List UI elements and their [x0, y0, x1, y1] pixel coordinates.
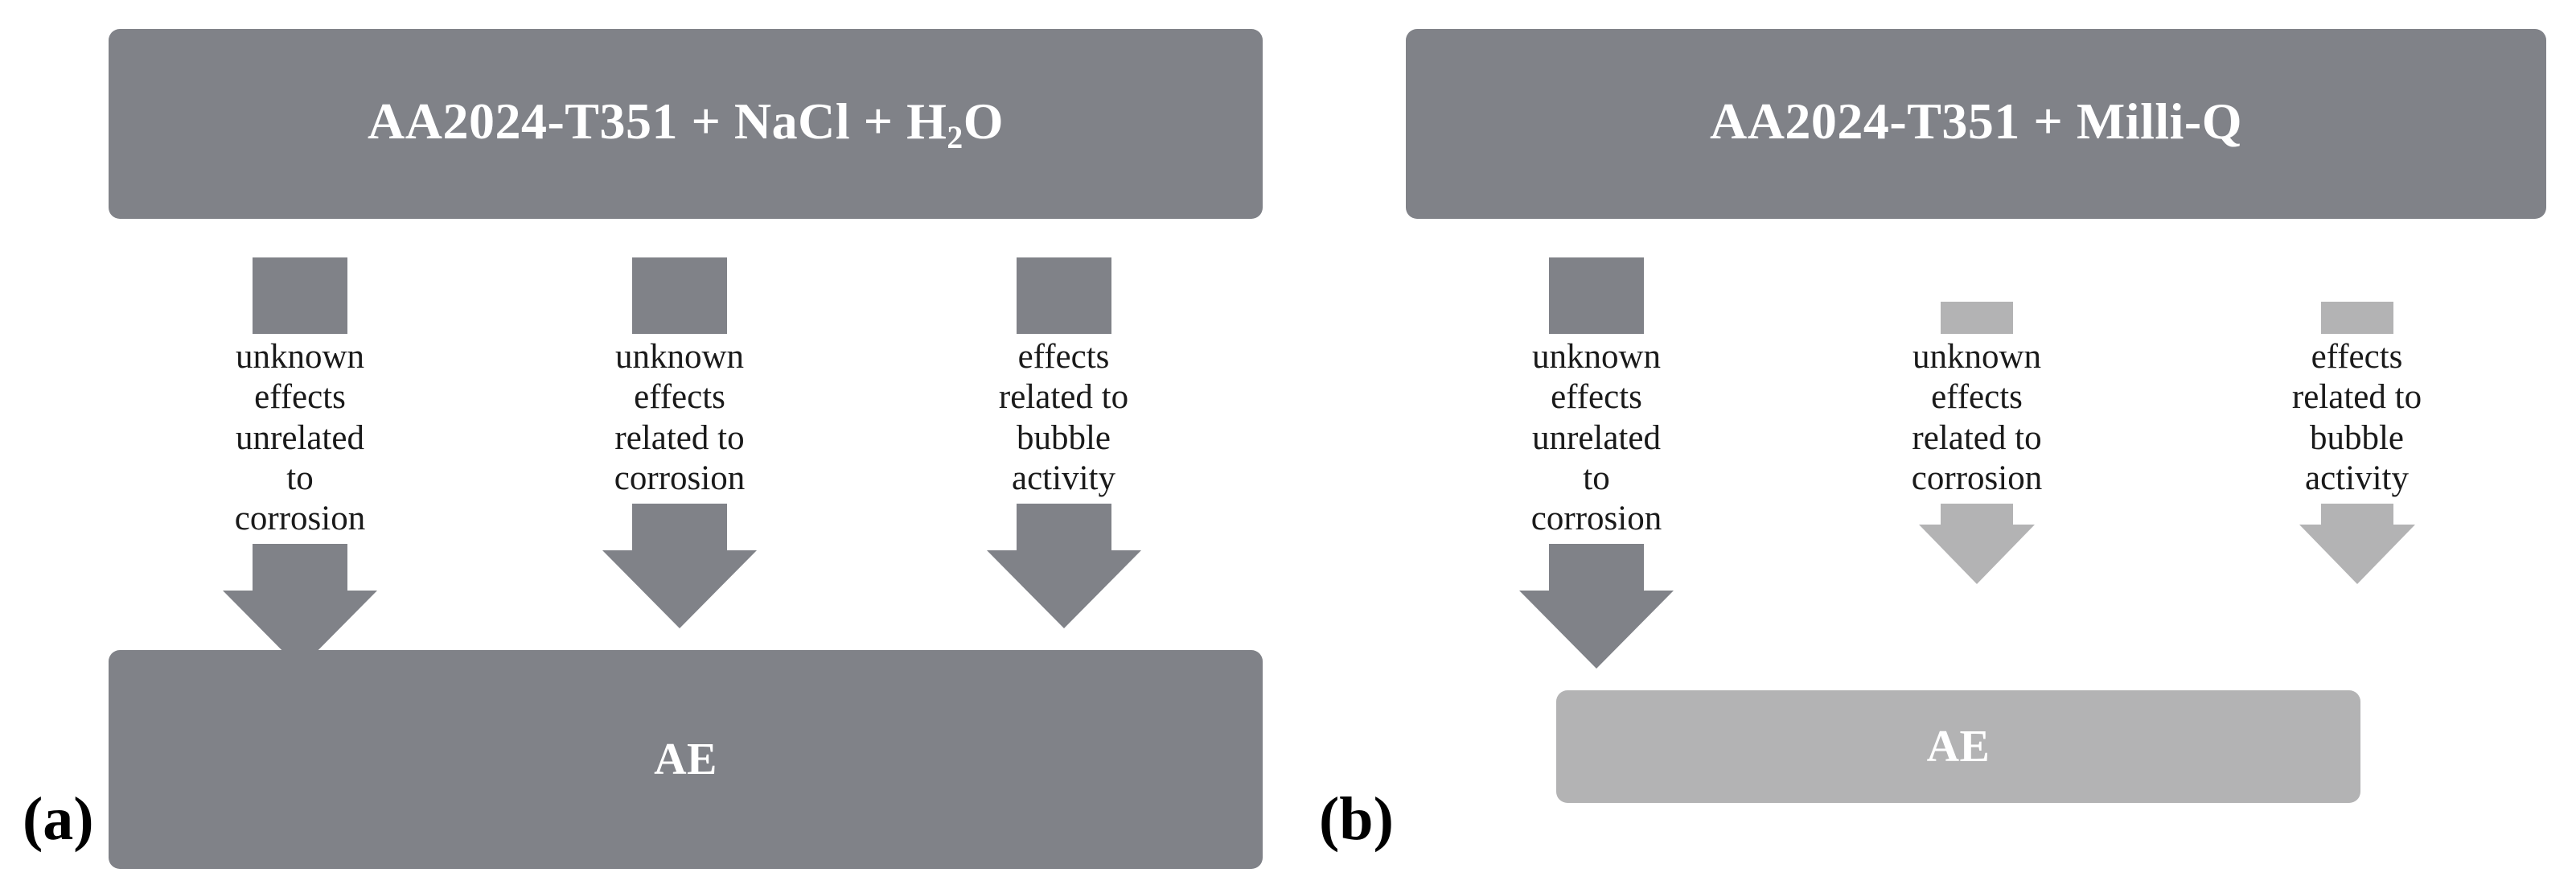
panel-a-column-1-label: unknown effects unrelated to corrosion [234, 338, 366, 538]
panel-a-column-1-arrow [223, 544, 377, 669]
panel-b-figure-letter: (b) [1319, 785, 1394, 853]
panel-a-header-label-subscript: 2 [947, 119, 963, 155]
panel-a-output-label: AE [654, 735, 717, 784]
panel-b-header-label: AA2024-T351 + Milli-Q [1710, 92, 2242, 156]
panel-b-column-1-stem [1549, 257, 1644, 334]
panel-a-column-1-stem [253, 257, 347, 334]
panel-a-header-label: AA2024-T351 + NaCl + H2O [368, 92, 1004, 156]
down-arrow-icon [602, 504, 757, 629]
panel-a-column-3-stem [1016, 257, 1111, 334]
panel-a-column-2-label: unknown effects related to corrosion [614, 338, 746, 497]
panel-b-column-3-arrow [2280, 504, 2434, 585]
panel-a-column-1: unknown effects unrelated to corrosion [223, 257, 377, 669]
panel-a-column-2-arrow [602, 504, 757, 629]
panel-a-column-2: unknown effects related to corrosion [602, 257, 757, 629]
panel-a-column-3-label: effects related to bubble activity [998, 338, 1129, 497]
panel-a-header-box: AA2024-T351 + NaCl + H2O [109, 29, 1263, 219]
down-arrow-icon [223, 544, 377, 669]
panel-b-header-box: AA2024-T351 + Milli-Q [1406, 29, 2546, 219]
panel-b-column-2: unknown effects related to corrosion [1900, 257, 2054, 585]
panel-b-column-1-label: unknown effects unrelated to corrosion [1530, 338, 1662, 538]
down-arrow-icon [986, 504, 1141, 629]
panel-b-column-3: effects related to bubble activity [2258, 257, 2456, 585]
panel-b-column-2-stem [1941, 302, 2013, 334]
panel-b-header-label-main: AA2024-T351 + Milli-Q [1709, 93, 2243, 150]
panel-b-column-2-arrow [1900, 504, 2054, 585]
panel-a-output-box: AE [109, 650, 1263, 869]
down-arrow-icon [1519, 544, 1674, 669]
panel-a-column-3: effects related to bubble activity [964, 257, 1163, 629]
panel-a-header-label-tail: O [963, 93, 1004, 150]
panel-b-column-1: unknown effects unrelated to corrosion [1519, 257, 1674, 669]
panel-a-column-3-arrow [986, 504, 1141, 629]
panel-b-output-box: AE [1556, 690, 2360, 803]
panel-b-column-3-label: effects related to bubble activity [2291, 338, 2422, 497]
panel-b-column-3-stem [2320, 302, 2393, 334]
panel-b-output-label: AE [1926, 722, 1991, 772]
panel-b-column-2-label: unknown effects related to corrosion [1911, 338, 2043, 497]
panel-a-figure-letter: (a) [23, 785, 94, 853]
panel-b-column-1-arrow [1519, 544, 1674, 669]
down-arrow-icon [2299, 504, 2415, 585]
down-arrow-icon [1919, 504, 2035, 585]
panel-a-column-2-stem [632, 257, 727, 334]
panel-a-header-label-main: AA2024-T351 + NaCl + H [368, 93, 947, 150]
